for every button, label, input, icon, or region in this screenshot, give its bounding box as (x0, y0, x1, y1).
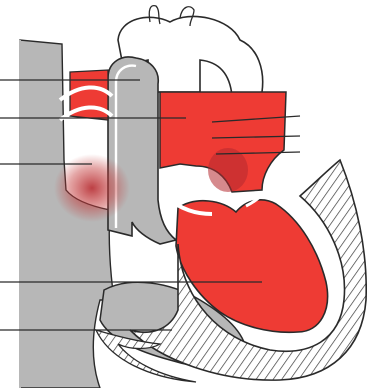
septal-defect-spot (208, 148, 248, 192)
